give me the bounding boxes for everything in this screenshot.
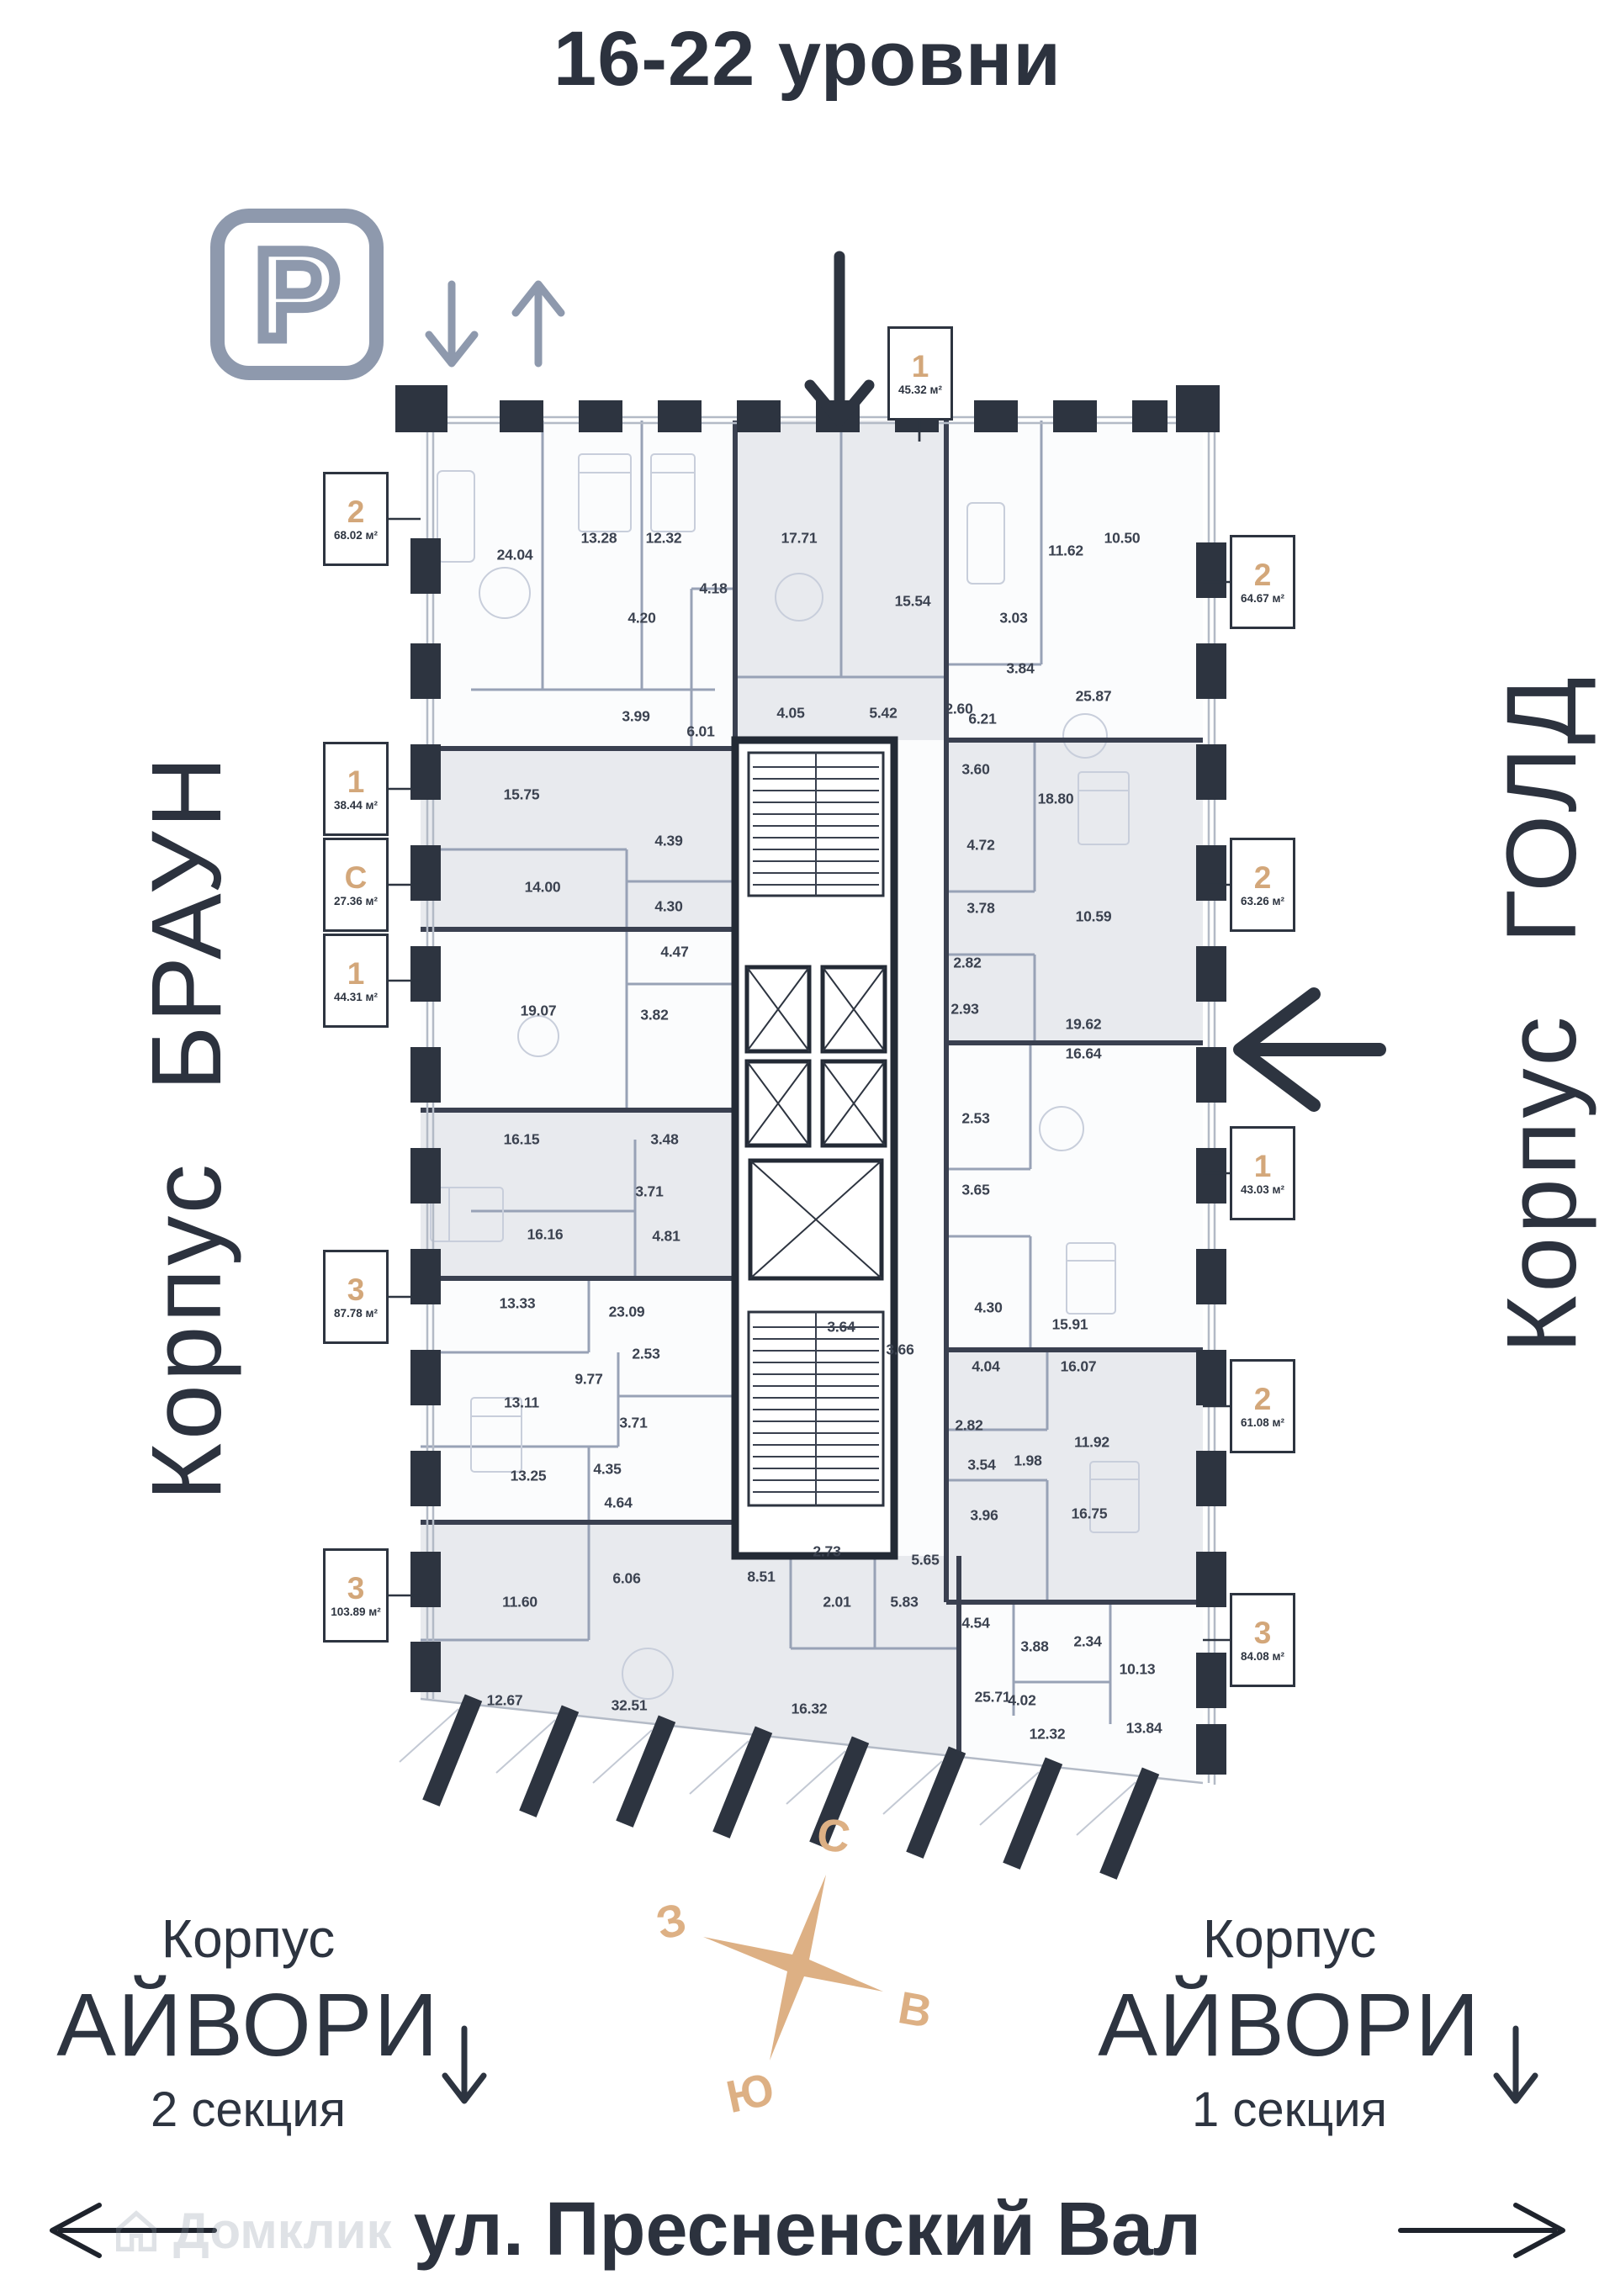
street-right-arrow-icon	[1398, 2203, 1565, 2258]
building-ivory-section2: Корпус АЙВОРИ 2 секция	[56, 1908, 440, 2137]
section2-down-arrow-icon	[442, 2025, 487, 2104]
callout-unit-84-08: 3 84.08 м²	[1230, 1593, 1295, 1687]
building-ivory-section1: Корпус АЙВОРИ 1 секция	[1098, 1908, 1481, 2137]
parking-letter: P	[249, 224, 344, 365]
callout-unit-63-26: 2 63.26 м²	[1230, 838, 1295, 932]
callout-unit-87-78: 3 87.78 м²	[323, 1250, 389, 1344]
street-left-arrow-icon	[50, 2203, 217, 2258]
interior-partitions	[421, 421, 1112, 1724]
building-label-gold: Корпус ГОЛД	[1486, 673, 1597, 1354]
building-label-braun: Корпус БРАУН	[131, 753, 242, 1501]
callout-unit-38-44: 1 38.44 м²	[323, 742, 389, 836]
callout-unit-61-08: 2 61.08 м²	[1230, 1359, 1295, 1453]
callout-unit-43-03: 1 43.03 м²	[1230, 1126, 1295, 1220]
building-core	[731, 736, 898, 1560]
watermark: Домклик	[109, 2202, 392, 2260]
entrance-right-arrow-icon	[1233, 987, 1386, 1112]
callout-unit-103-89: 3 103.89 м²	[323, 1548, 389, 1643]
section1-down-arrow-icon	[1493, 2025, 1538, 2104]
callout-unit-68-02: 2 68.02 м²	[323, 472, 389, 566]
parking-down-arrow-icon	[425, 280, 479, 368]
page-title: 16-22 уровни	[553, 16, 1062, 102]
callout-unit-45-32: 1 45.32 м²	[887, 326, 953, 421]
callout-unit-27-36: С 27.36 м²	[323, 838, 389, 932]
callout-unit-44-31: 1 44.31 м²	[323, 934, 389, 1028]
compass-star-icon	[703, 1875, 883, 2061]
parking-icon: P	[210, 209, 384, 380]
callout-connectors	[387, 421, 1230, 1642]
parking-up-arrow-icon	[511, 280, 565, 368]
entrance-top-arrow-icon	[804, 251, 875, 426]
furniture-hints	[430, 453, 1140, 1700]
callout-unit-64-67: 2 64.67 м²	[1230, 535, 1295, 629]
watermark-text: Домклик	[173, 2203, 392, 2259]
street-label: ул. Пресненский Вал	[413, 2188, 1202, 2272]
balcony-teeth	[399, 1694, 1160, 1880]
